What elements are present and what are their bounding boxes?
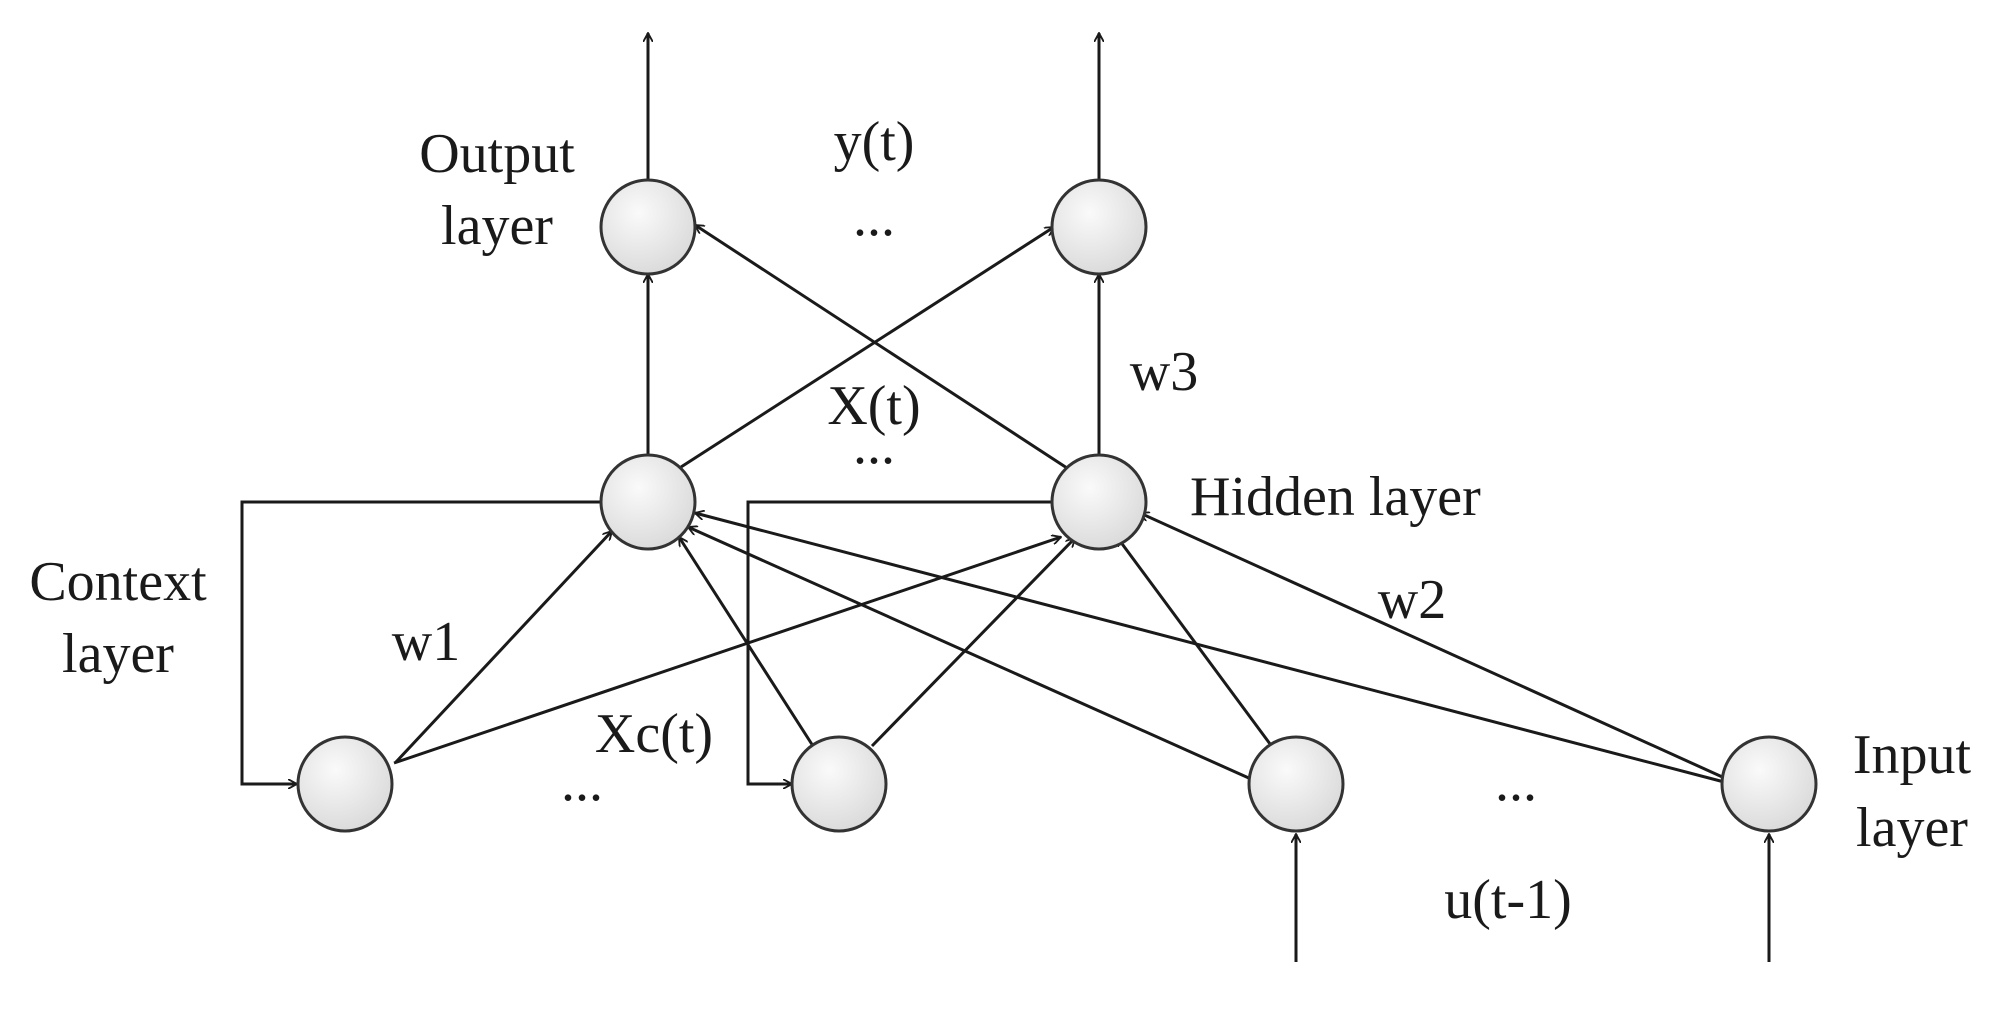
input-layer-label-line2: layer: [1856, 797, 1968, 859]
ellipsis-output: ...: [853, 186, 895, 248]
edge-h1-o2: [680, 225, 1054, 469]
hidden-node-2: [1050, 453, 1148, 551]
input-layer-label-line1: Input: [1853, 724, 1972, 786]
ellipsis-hidden: ...: [853, 414, 895, 476]
context-node-1: [296, 735, 394, 833]
input-node-1: [1247, 735, 1345, 833]
edge-h2-o1: [695, 223, 1068, 470]
connections: [240, 33, 1769, 962]
edge-i2-h2: [1140, 513, 1730, 782]
context-layer-label-line2: layer: [62, 623, 174, 685]
x-t-label: X(t): [827, 375, 920, 437]
context-loop-1: [240, 500, 605, 784]
ellipsis-input: ...: [1495, 751, 1537, 813]
context-layer-label-line1: Context: [29, 551, 207, 613]
edge-c2-h2: [870, 538, 1075, 748]
output-layer-label-line1: Output: [419, 123, 575, 185]
nodes: [296, 178, 1818, 833]
edge-c1-h1: [394, 531, 612, 764]
hidden-node-1: [599, 453, 697, 551]
edge-i1-h1: [688, 527, 1252, 781]
w2-label: w2: [1378, 569, 1446, 631]
u-t-minus-1-label: u(t-1): [1444, 869, 1572, 931]
w3-label: w3: [1130, 341, 1198, 403]
context-node-2: [790, 735, 888, 833]
output-node-1: [599, 178, 697, 276]
ellipsis-context: ...: [561, 751, 603, 813]
edge-i2-h1: [695, 513, 1729, 785]
xc-t-label: Xc(t): [595, 703, 713, 765]
edge-c1-h2: [393, 537, 1061, 765]
context-loop-2: [746, 500, 1054, 784]
hidden-layer-label: Hidden layer: [1190, 466, 1481, 528]
output-layer-label-line2: layer: [441, 195, 553, 257]
edge-c2-h1: [677, 537, 815, 747]
w1-label: w1: [392, 611, 460, 673]
y-t-label: y(t): [834, 111, 915, 173]
input-node-2: [1720, 735, 1818, 833]
output-node-2: [1050, 178, 1148, 276]
labels: Output layer y(t) ... w3 X(t) ... Hidden…: [29, 111, 1971, 931]
